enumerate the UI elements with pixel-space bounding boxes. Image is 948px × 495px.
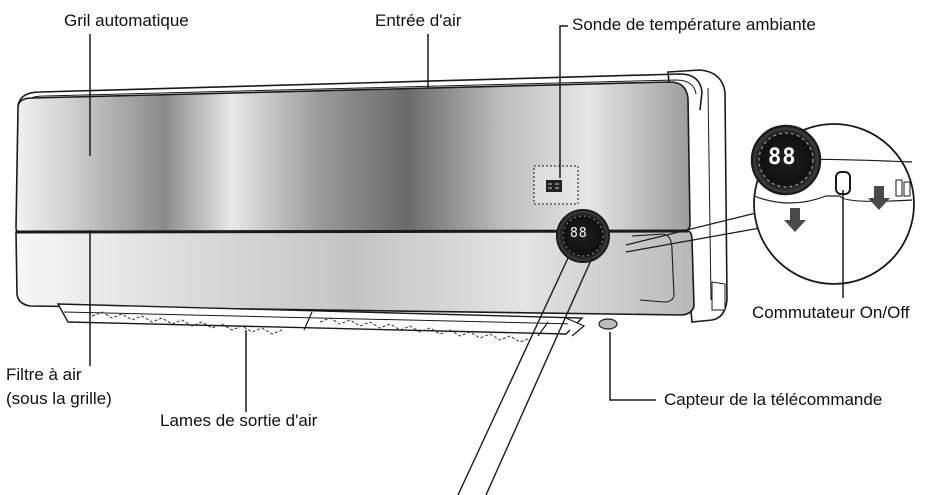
label-air-filter-line1: Filtre à air bbox=[6, 365, 82, 384]
label-air-filter-line2: (sous la grille) bbox=[6, 389, 112, 408]
label-on-off-switch: Commutateur On/Off bbox=[752, 303, 910, 322]
dial-leader-right bbox=[485, 257, 593, 495]
down-arrow-icon bbox=[784, 208, 806, 232]
label-air-outlet-blades: Lames de sortie d'air bbox=[160, 411, 318, 430]
inset-dial bbox=[750, 124, 822, 196]
inset-dial-digits: 88 bbox=[768, 145, 797, 170]
leader-lines bbox=[89, 25, 844, 412]
label-auto-grill: Gril automatique bbox=[64, 11, 189, 30]
label-air-inlet: Entrée d'air bbox=[375, 11, 462, 30]
control-dial bbox=[556, 209, 610, 263]
label-room-temp-sensor: Sonde de température ambiante bbox=[572, 15, 816, 34]
down-arrow-icon bbox=[868, 186, 890, 210]
room-temperature-sensor bbox=[533, 165, 579, 205]
lower-front-band bbox=[15, 230, 695, 316]
dial-digits: 88 bbox=[570, 226, 588, 241]
dial-leader-left bbox=[457, 257, 569, 495]
remote-sensor bbox=[598, 318, 618, 330]
magnified-inset bbox=[625, 123, 915, 285]
front-panel bbox=[15, 81, 691, 233]
label-remote-sensor: Capteur de la télécommande bbox=[664, 390, 883, 409]
air-outlet-blades bbox=[56, 303, 586, 343]
